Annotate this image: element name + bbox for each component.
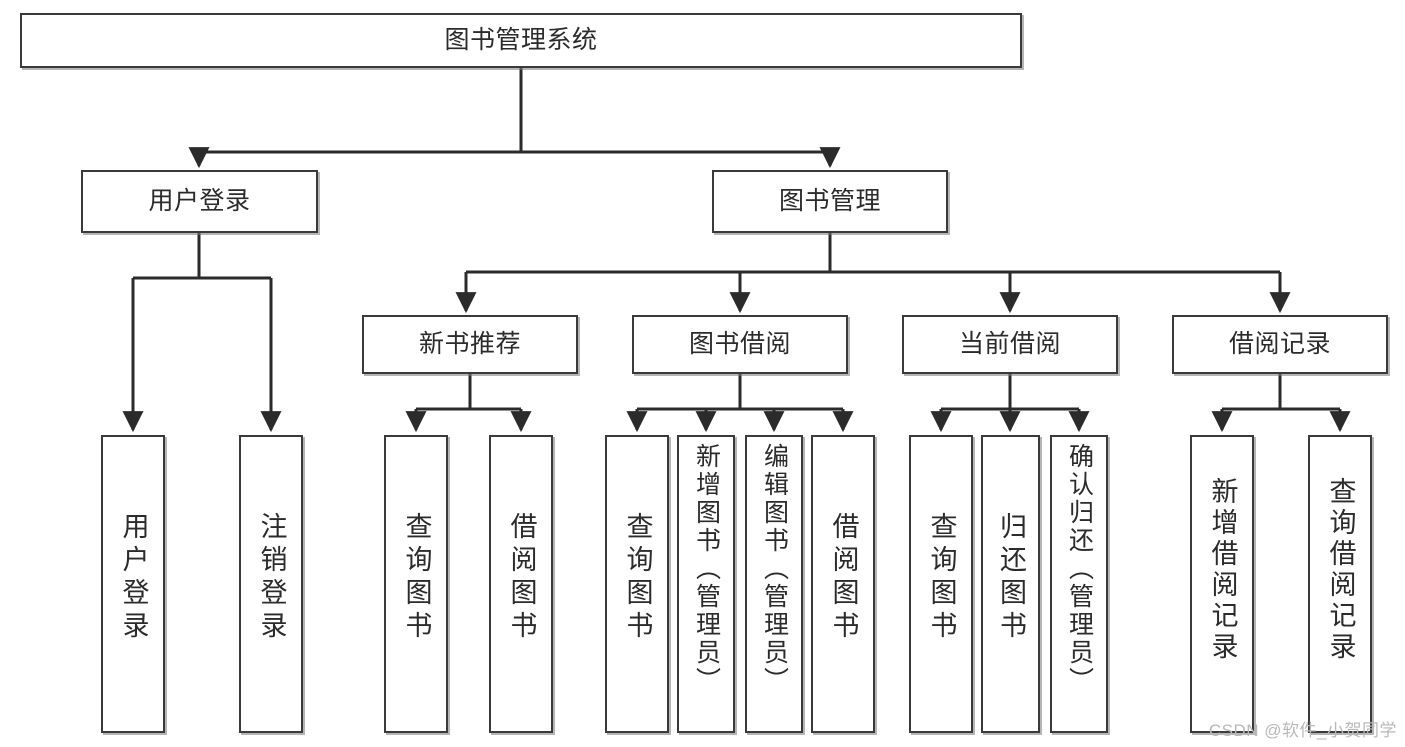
leaf-query-book-3-label: 查询图书	[926, 512, 957, 644]
node-book-manage-label: 图书管理	[778, 186, 881, 215]
node-borrow-record-label: 借阅记录	[1228, 329, 1331, 358]
node-current-borrow[interactable]: 当前借阅	[902, 315, 1118, 374]
leaf-borrow-book-2[interactable]: 借阅图书	[811, 435, 875, 733]
node-root-label: 图书管理系统	[444, 25, 598, 54]
node-user-login-label: 用户登录	[148, 186, 251, 215]
node-user-login[interactable]: 用户登录	[81, 170, 318, 233]
leaf-query-book-1-label: 查询图书	[401, 512, 432, 644]
leaf-confirm-return-admin[interactable]: 确认归还（管理员）	[1050, 435, 1108, 733]
leaf-borrow-book-2-label: 借阅图书	[828, 512, 859, 644]
leaf-return-book[interactable]: 归还图书	[981, 435, 1040, 733]
leaf-add-book-admin[interactable]: 新增图书（管理员）	[677, 435, 735, 733]
leaf-query-book-1[interactable]: 查询图书	[384, 435, 448, 733]
leaf-query-borrow-record[interactable]: 查询借阅记录	[1308, 435, 1372, 733]
node-new-book-recommend-label: 新书推荐	[418, 329, 521, 358]
node-root[interactable]: 图书管理系统	[20, 13, 1022, 68]
leaf-query-book-2[interactable]: 查询图书	[605, 435, 669, 733]
leaf-user-login[interactable]: 用户登录	[101, 435, 165, 733]
node-borrow-record[interactable]: 借阅记录	[1172, 315, 1388, 374]
leaf-query-book-3[interactable]: 查询图书	[909, 435, 973, 733]
node-book-borrow-label: 图书借阅	[688, 329, 791, 358]
leaf-query-book-2-label: 查询图书	[622, 512, 653, 644]
leaf-borrow-book-1-label: 借阅图书	[506, 512, 537, 644]
node-current-borrow-label: 当前借阅	[958, 329, 1061, 358]
leaf-edit-book-admin-label: 编辑图书（管理员）	[760, 443, 789, 695]
leaf-confirm-return-admin-label: 确认归还（管理员）	[1065, 443, 1094, 695]
leaf-user-login-label: 用户登录	[118, 512, 149, 644]
node-book-borrow[interactable]: 图书借阅	[632, 315, 848, 374]
leaf-add-borrow-record-label: 新增借阅记录	[1207, 477, 1238, 663]
csdn-watermark: CSDN @软件_小贺同学	[1208, 721, 1397, 740]
node-book-manage[interactable]: 图书管理	[712, 170, 948, 233]
leaf-return-book-label: 归还图书	[996, 512, 1026, 644]
leaf-add-book-admin-label: 新增图书（管理员）	[692, 443, 721, 695]
leaf-query-borrow-record-label: 查询借阅记录	[1325, 477, 1356, 663]
node-new-book-recommend[interactable]: 新书推荐	[362, 315, 578, 374]
leaf-edit-book-admin[interactable]: 编辑图书（管理员）	[745, 435, 803, 733]
leaf-user-logout-label: 注销登录	[256, 512, 287, 644]
leaf-user-logout[interactable]: 注销登录	[239, 435, 303, 733]
leaf-borrow-book-1[interactable]: 借阅图书	[489, 435, 553, 733]
leaf-add-borrow-record[interactable]: 新增借阅记录	[1190, 435, 1254, 733]
